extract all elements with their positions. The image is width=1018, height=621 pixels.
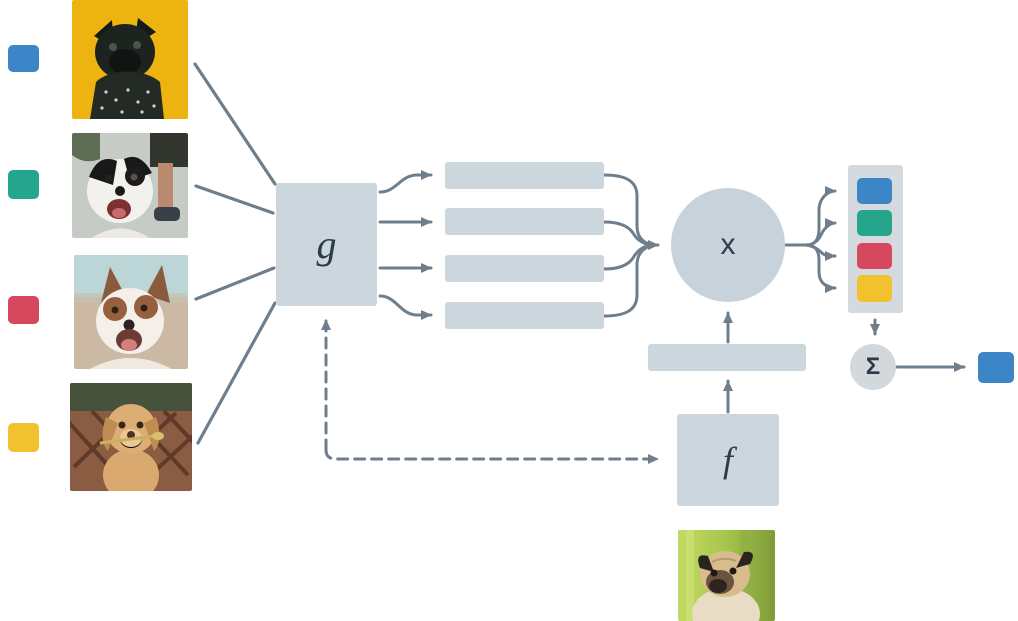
embedding-bar-3 <box>445 255 604 282</box>
embedding-merge-brace <box>602 173 660 318</box>
stack-chip-blue <box>857 178 892 204</box>
embedding-bar-4 <box>445 302 604 329</box>
encoder-g-box: g <box>276 183 377 306</box>
stack-chip-teal <box>857 210 892 236</box>
class-chip-blue <box>8 45 39 72</box>
stack-chip-yellow <box>857 275 892 302</box>
sum-label: Σ <box>865 353 881 380</box>
encoder-f-label: f <box>722 440 733 480</box>
support-image-white-dog <box>72 133 188 238</box>
class-chip-red <box>8 296 39 324</box>
support-to-g-lines <box>193 62 277 445</box>
query-image-fawn-pug <box>678 530 775 621</box>
embedding-bar-1 <box>445 162 604 189</box>
stack-chip-red <box>857 243 892 269</box>
g-to-embedding-arrows <box>378 170 433 320</box>
query-embedding-bar <box>648 344 806 371</box>
support-image-golden-puppy <box>70 383 192 491</box>
support-image-shepherd-dog <box>74 255 188 369</box>
encoder-f-box: f <box>677 414 779 506</box>
class-chip-yellow <box>8 423 39 452</box>
output-chip-blue <box>978 352 1014 383</box>
embedding-bar-2 <box>445 208 604 235</box>
multiply-label: x <box>720 228 736 261</box>
multiply-node: x <box>671 188 785 302</box>
support-image-black-pug <box>72 0 188 119</box>
sum-node: Σ <box>850 344 896 390</box>
encoder-g-label: g <box>316 222 337 267</box>
multiply-to-stack-fan <box>784 186 837 293</box>
shared-weights-dashed-arrow <box>321 318 660 464</box>
class-chip-teal <box>8 170 39 199</box>
